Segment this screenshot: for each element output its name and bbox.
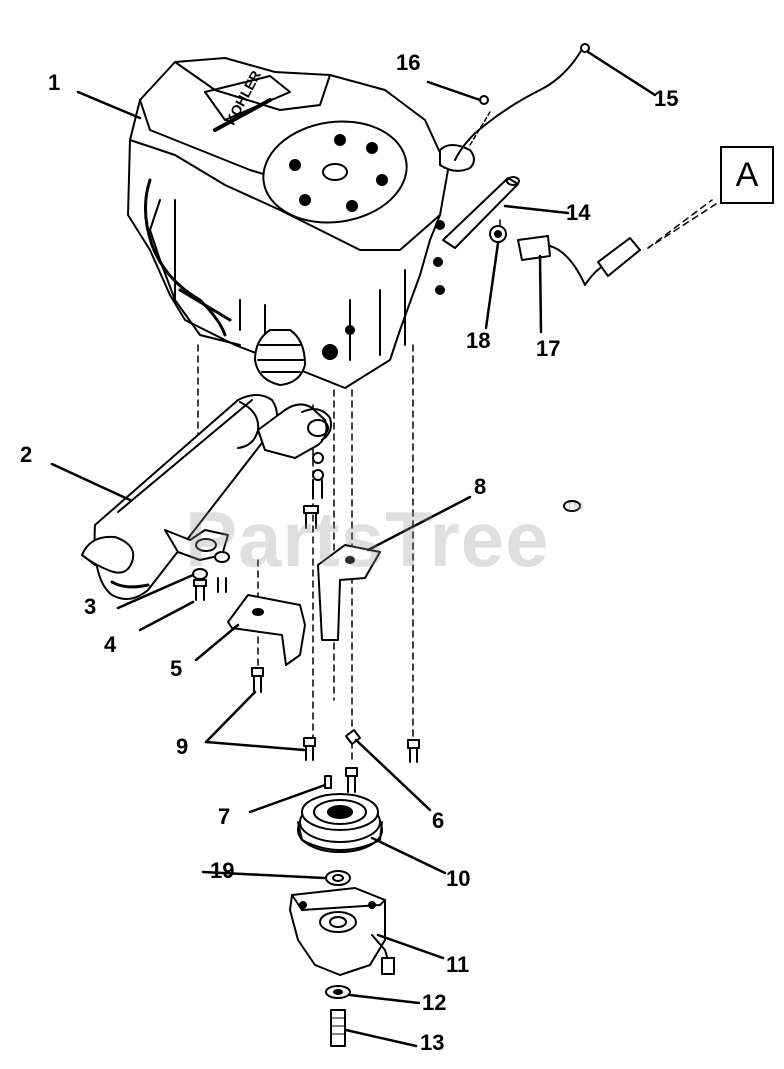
- callout-16[interactable]: 16: [396, 50, 421, 75]
- pulley-part-10[interactable]: [297, 793, 383, 853]
- bracket-part-8[interactable]: [317, 544, 381, 641]
- throttle-cable-part[interactable]: [454, 43, 590, 161]
- callout-1[interactable]: 1: [48, 70, 61, 95]
- fuel-line-part[interactable]: [489, 225, 641, 286]
- bolt-part-4[interactable]: [193, 577, 227, 601]
- callout-12[interactable]: 12: [422, 990, 447, 1015]
- callout-13[interactable]: 13: [420, 1030, 445, 1055]
- callout-11[interactable]: 11: [446, 952, 470, 977]
- key-part-7[interactable]: [324, 775, 332, 789]
- callout-3[interactable]: 3: [84, 594, 97, 619]
- callout-5[interactable]: 5: [170, 656, 183, 681]
- callout-19[interactable]: 19: [210, 858, 235, 883]
- watermark-trademark: TM: [566, 500, 584, 514]
- view-marker-a: A: [720, 146, 774, 204]
- washer-part-2[interactable]: [214, 551, 230, 563]
- callout-14[interactable]: 14: [566, 200, 591, 225]
- clutch-part-11[interactable]: [289, 887, 395, 976]
- callout-8[interactable]: 8: [474, 474, 487, 499]
- engine-part[interactable]: [127, 57, 475, 389]
- callout-9[interactable]: 9: [176, 734, 189, 759]
- leader-lines: [50, 50, 717, 1048]
- callout-7[interactable]: 7: [218, 804, 231, 829]
- callout-2[interactable]: 2: [20, 442, 33, 467]
- washer-part[interactable]: [563, 500, 581, 512]
- bolt-part-9[interactable]: [251, 667, 420, 793]
- watermark: PartsTree: [185, 495, 550, 583]
- callout-18[interactable]: 18: [466, 328, 491, 353]
- washer-part-12[interactable]: [325, 985, 351, 999]
- callout-17[interactable]: 17: [536, 336, 561, 361]
- muffler-part[interactable]: [81, 394, 332, 600]
- bolt-part-13[interactable]: [330, 1009, 346, 1047]
- bearing-part-19[interactable]: [325, 870, 351, 886]
- stud-part-upper[interactable]: [303, 469, 324, 529]
- callout-15[interactable]: 15: [654, 86, 679, 111]
- callout-6[interactable]: 6: [432, 808, 445, 833]
- callout-4[interactable]: 4: [104, 632, 117, 657]
- callout-10[interactable]: 10: [446, 866, 471, 891]
- bracket-part-5[interactable]: [227, 594, 306, 666]
- dipstick-tube-part[interactable]: [442, 176, 520, 249]
